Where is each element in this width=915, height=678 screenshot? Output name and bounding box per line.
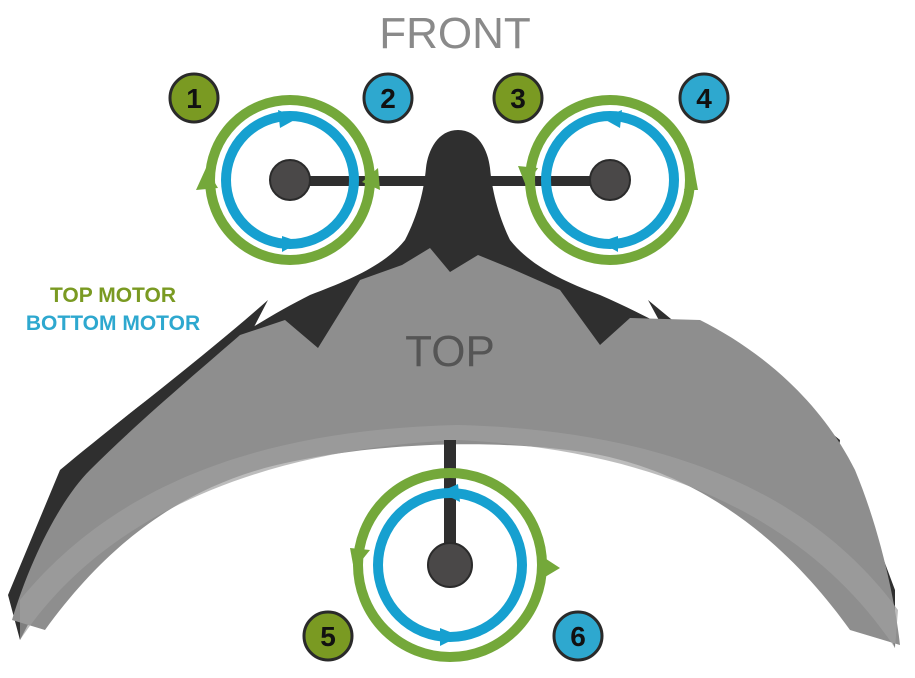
motor-badge-5: 5 [302, 610, 354, 662]
front-label: FRONT [379, 9, 531, 58]
motor-badge-3: 3 [492, 72, 544, 124]
svg-text:6: 6 [570, 621, 586, 652]
svg-text:3: 3 [510, 83, 526, 114]
motor-front-left [196, 95, 380, 265]
svg-text:2: 2 [380, 83, 396, 114]
motor-badge-4: 4 [678, 72, 730, 124]
motor-front-right [518, 95, 698, 265]
svg-text:5: 5 [320, 621, 336, 652]
legend-bottom-motor: BOTTOM MOTOR [26, 312, 200, 335]
motor-badge-2: 2 [362, 72, 414, 124]
motor-rear [350, 468, 560, 662]
wing-lower-curve [20, 425, 898, 648]
motor-badge-1: 1 [168, 72, 220, 124]
svg-text:4: 4 [696, 83, 712, 114]
wing-top-surface [12, 248, 900, 645]
motor-badge-6: 6 [552, 610, 604, 662]
svg-text:1: 1 [186, 83, 202, 114]
legend-top-motor: TOP MOTOR [50, 284, 176, 307]
top-label: TOP [405, 327, 495, 376]
